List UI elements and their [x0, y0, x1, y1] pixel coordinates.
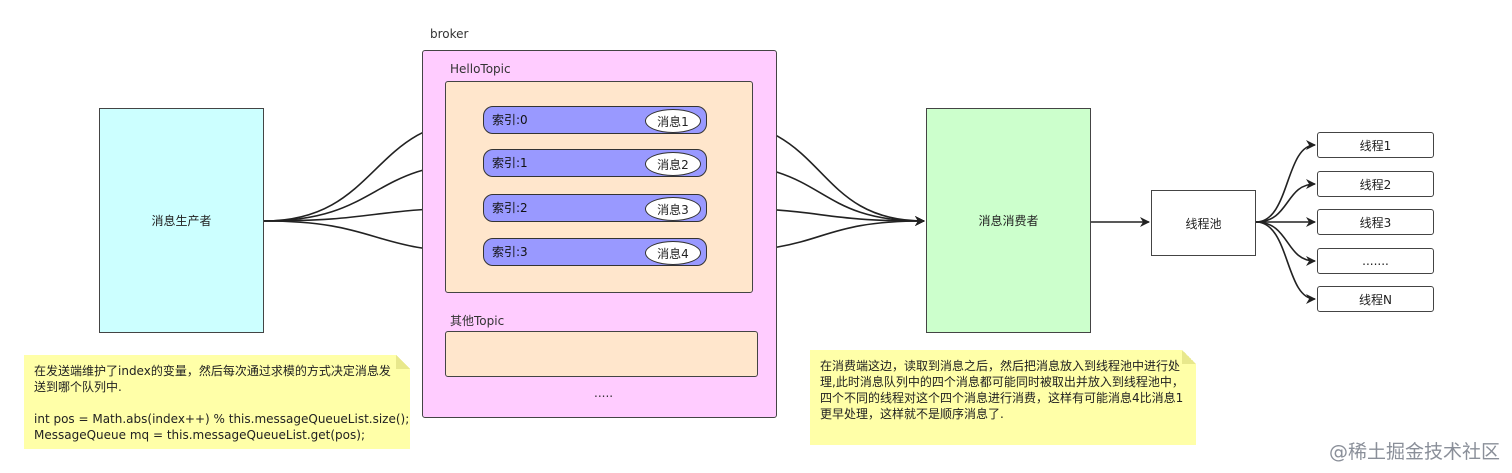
queue-message: 消息3 [645, 197, 701, 221]
other-topic-container [445, 331, 758, 377]
note-fold-corner [1182, 350, 1196, 364]
queue-index-label: 索引:1 [492, 156, 528, 170]
other-topic-ellipsis: ..... [594, 386, 614, 400]
thread-node-3: 线程3 [1317, 209, 1434, 235]
note-line: 在发送端维护了index的变量，然后每次通过求模的方式决定消息发送到哪个队列中. [34, 364, 391, 394]
queue-index-label: 索引:2 [492, 201, 528, 215]
thread-label: 线程1 [1359, 138, 1392, 153]
consumer-label: 消息消费者 [978, 214, 1039, 228]
queue-message: 消息1 [645, 109, 701, 133]
producer-note: 在发送端维护了index的变量，然后每次通过求模的方式决定消息发送到哪个队列中.… [24, 355, 410, 449]
producer-label: 消息生产者 [151, 214, 212, 228]
producer-node: 消息生产者 [99, 108, 264, 333]
thread-label: 线程2 [1359, 177, 1392, 192]
thread-label: ....... [1362, 254, 1389, 268]
queue-index-label: 索引:0 [492, 113, 528, 127]
hello-topic-label: HelloTopic [450, 62, 511, 76]
note-code-line: int pos = Math.abs(index++) % this.messa… [34, 412, 410, 426]
watermark: @稀土掘金技术社区 [1328, 441, 1500, 463]
other-topic-label: 其他Topic [450, 314, 505, 328]
thread-node-2: 线程2 [1317, 171, 1434, 197]
edge-pool-thread-4 [1255, 221, 1316, 266]
thread-node-1: 线程1 [1317, 132, 1434, 158]
queue-2: 索引:2 消息3 [483, 194, 707, 222]
queue-1: 索引:1 消息2 [483, 149, 707, 177]
thread-node-n: 线程N [1317, 286, 1434, 312]
edge-pool-thread-2 [1255, 179, 1316, 223]
queue-message: 消息2 [645, 152, 701, 176]
note-code-line: MessageQueue mq = this.messageQueueList.… [34, 428, 365, 442]
thread-node-ellipsis: ....... [1317, 248, 1434, 274]
queue-3: 索引:3 消息4 [483, 238, 707, 266]
thread-pool-label: 线程池 [1185, 216, 1222, 231]
consumer-note: 在消费端这边，读取到消息之后，然后把消息放入到线程池中进行处理,此时消息队列中的… [810, 350, 1196, 445]
thread-pool-node: 线程池 [1151, 190, 1256, 256]
note-fold-corner [396, 355, 410, 369]
consumer-node: 消息消费者 [926, 108, 1091, 333]
thread-label: 线程3 [1359, 215, 1392, 230]
edge-pool-thread-1 [1255, 140, 1316, 223]
broker-label: broker [430, 27, 469, 41]
note-line [34, 395, 400, 411]
edge-pool-thread-5 [1255, 221, 1316, 304]
thread-label: 线程N [1359, 292, 1392, 307]
queue-0: 索引:0 消息1 [483, 106, 707, 134]
queue-index-label: 索引:3 [492, 245, 528, 259]
queue-message: 消息4 [645, 241, 701, 265]
note-text: 在消费端这边，读取到消息之后，然后把消息放入到线程池中进行处理,此时消息队列中的… [820, 359, 1184, 421]
